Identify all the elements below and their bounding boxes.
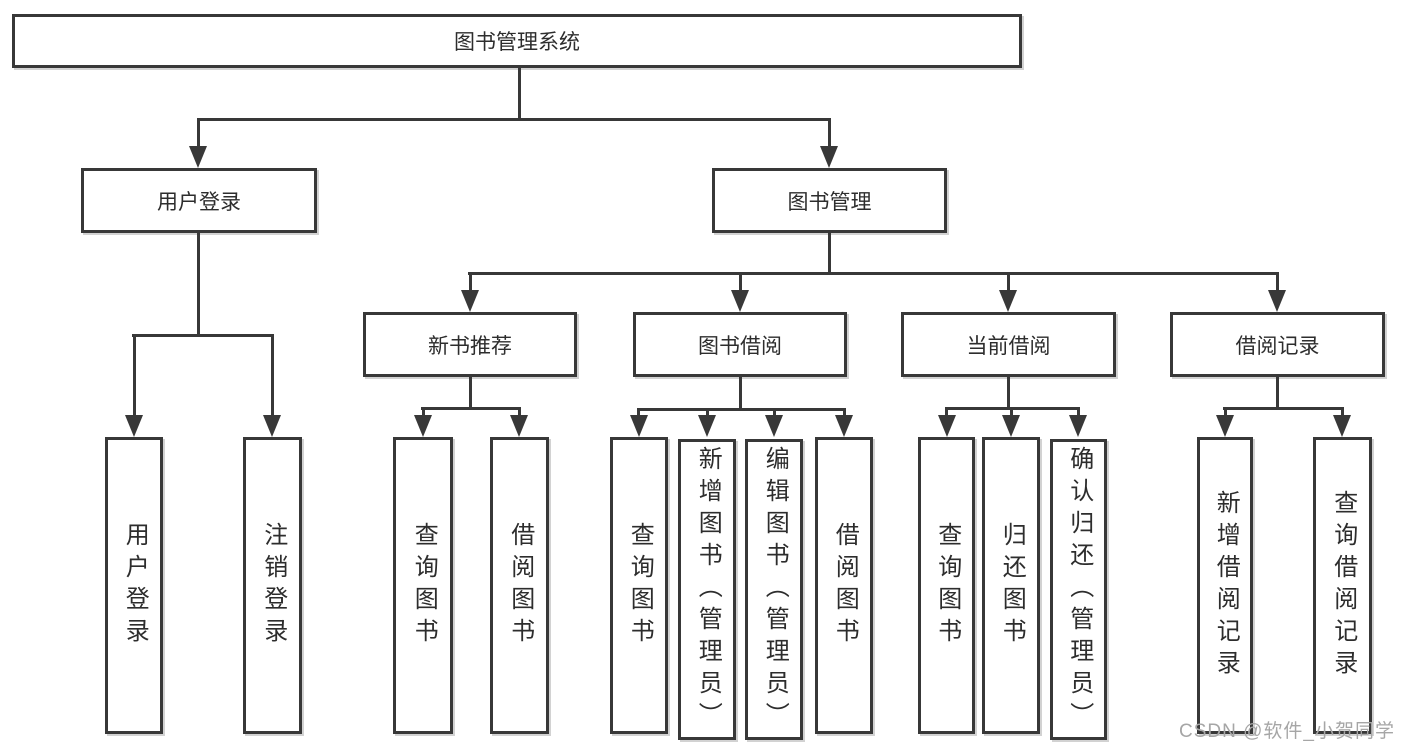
arrowhead-nr-borrow xyxy=(510,415,528,437)
connector-drop-user-login xyxy=(197,118,200,148)
connector-drop-leaf-user-login xyxy=(133,334,136,417)
connector-nr-stem xyxy=(469,377,472,410)
connector-drop-bb-query xyxy=(637,408,640,417)
connector-nr-splitter xyxy=(421,407,521,410)
leaf-label: 借阅图书 xyxy=(506,521,534,650)
arrowhead-user-login xyxy=(189,146,207,168)
connector-drop-book-borrowing xyxy=(739,272,742,292)
arrowhead-cb-confirm xyxy=(1069,415,1087,437)
node-borrowing-records: 借阅记录 xyxy=(1170,312,1385,377)
leaf-bb-borrow-books: 借阅图书 xyxy=(815,437,873,734)
leaf-label: 查询图书 xyxy=(933,521,961,650)
arrowhead-bb-borrow xyxy=(835,415,853,437)
connector-user-login-stem xyxy=(197,233,200,336)
connector-drop-borrowing-records xyxy=(1276,272,1279,292)
arrowhead-br-add xyxy=(1216,415,1234,437)
connector-drop-book-management xyxy=(828,118,831,148)
leaf-bb-edit-books-admin: 编辑图书（管理员） xyxy=(745,439,803,740)
arrowhead-nr-query xyxy=(414,415,432,437)
node-user-login: 用户登录 xyxy=(81,168,317,233)
node-label: 借阅记录 xyxy=(1235,334,1320,358)
csdn-watermark: CSDN @软件_小贺同学 xyxy=(1179,721,1395,742)
leaf-label: 借阅图书 xyxy=(831,521,859,650)
connector-br-stem xyxy=(1276,377,1279,410)
connector-root-stem xyxy=(518,68,521,120)
leaf-cb-return-books: 归还图书 xyxy=(982,437,1040,734)
leaf-label: 查询图书 xyxy=(410,521,438,650)
arrowhead-bb-edit xyxy=(765,415,783,437)
connector-drop-current-borrowing xyxy=(1007,272,1010,292)
node-label: 新书推荐 xyxy=(428,334,512,358)
connector-drop-br-query xyxy=(1341,407,1344,417)
arrowhead-borrowing-records xyxy=(1268,290,1286,312)
leaf-label: 用户登录 xyxy=(121,521,149,650)
connector-bb-stem xyxy=(739,377,742,410)
connector-drop-bb-borrow xyxy=(843,408,846,417)
leaf-label: 新增图书（管理员） xyxy=(694,445,722,734)
arrowhead-cb-return xyxy=(1002,415,1020,437)
leaf-br-query-record: 查询借阅记录 xyxy=(1313,437,1372,734)
connector-drop-cb-confirm xyxy=(1077,407,1080,417)
node-label: 图书管理系统 xyxy=(454,31,580,54)
arrowhead-bb-query xyxy=(630,415,648,437)
leaf-bb-add-books-admin: 新增图书（管理员） xyxy=(678,439,736,740)
leaf-nr-query-books: 查询图书 xyxy=(393,437,453,734)
arrowhead-br-query xyxy=(1333,415,1351,437)
arrowhead-current-borrowing xyxy=(999,290,1017,312)
connector-drop-cb-return xyxy=(1010,407,1013,417)
arrowhead-book-management xyxy=(820,146,838,168)
node-book-management: 图书管理 xyxy=(712,168,947,233)
leaf-cb-confirm-return-admin: 确认归还（管理员） xyxy=(1050,439,1107,740)
node-current-borrowing: 当前借阅 xyxy=(901,312,1116,377)
node-book-borrowing: 图书借阅 xyxy=(633,312,847,377)
connector-drop-br-add xyxy=(1224,407,1227,417)
node-new-book-recommendation: 新书推荐 xyxy=(363,312,577,377)
node-label: 图书管理 xyxy=(787,190,872,214)
connector-drop-new-book-recommendation xyxy=(469,272,472,292)
connector-drop-bb-edit xyxy=(773,408,776,417)
leaf-label: 查询图书 xyxy=(626,521,654,650)
leaf-label: 查询借阅记录 xyxy=(1329,489,1357,682)
leaf-nr-borrow-books: 借阅图书 xyxy=(490,437,549,734)
node-library-management-system: 图书管理系统 xyxy=(12,14,1022,68)
connector-drop-nr-borrow xyxy=(518,407,521,417)
arrowhead-cb-query xyxy=(938,415,956,437)
arrowhead-leaf-logout xyxy=(263,415,281,437)
node-label: 用户登录 xyxy=(157,190,241,214)
leaf-cb-query-books: 查询图书 xyxy=(918,437,975,734)
connector-drop-cb-query xyxy=(945,407,948,417)
connector-drop-leaf-logout xyxy=(271,334,274,417)
leaf-bb-query-books: 查询图书 xyxy=(610,437,668,734)
leaf-label: 确认归还（管理员） xyxy=(1065,445,1093,734)
connector-drop-bb-add xyxy=(706,408,709,417)
connector-br-splitter xyxy=(1223,407,1343,410)
node-label: 当前借阅 xyxy=(966,334,1051,358)
arrowhead-book-borrowing xyxy=(731,290,749,312)
leaf-label: 新增借阅记录 xyxy=(1212,489,1240,682)
connector-drop-nr-query xyxy=(422,407,425,417)
leaf-logout: 注销登录 xyxy=(243,437,302,734)
leaf-label: 归还图书 xyxy=(998,521,1026,650)
connector-level1-splitter xyxy=(197,118,831,121)
arrowhead-bb-add xyxy=(698,415,716,437)
connector-cb-stem xyxy=(1007,377,1010,410)
connector-book-management-stem xyxy=(828,233,831,274)
node-label: 图书借阅 xyxy=(698,334,782,358)
leaf-br-add-record: 新增借阅记录 xyxy=(1197,437,1253,734)
leaf-user-login: 用户登录 xyxy=(105,437,163,734)
arrowhead-leaf-user-login xyxy=(125,415,143,437)
arrowhead-new-book-recommendation xyxy=(461,290,479,312)
connector-bb-splitter xyxy=(637,408,846,411)
connector-level2-splitter xyxy=(468,272,1278,275)
leaf-label: 编辑图书（管理员） xyxy=(761,445,789,734)
connector-user-login-splitter xyxy=(132,334,273,337)
leaf-label: 注销登录 xyxy=(259,521,287,650)
